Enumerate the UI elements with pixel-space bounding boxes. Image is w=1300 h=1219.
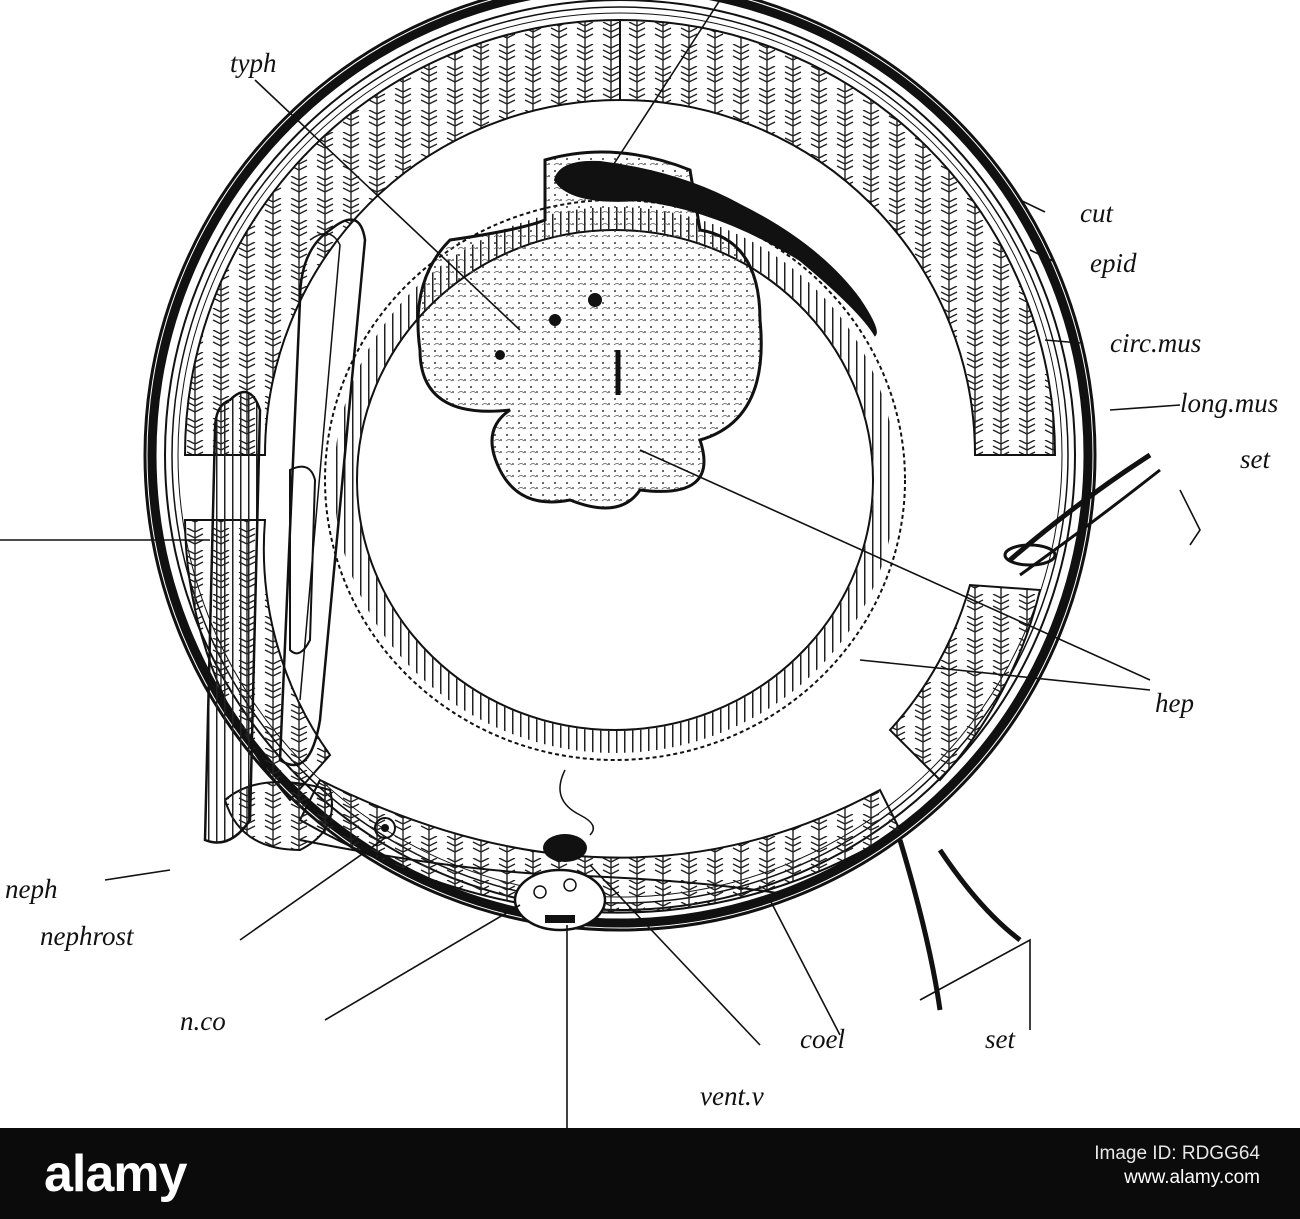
setae-upper — [1003, 452, 1161, 577]
label-nephrost: nephrost — [40, 921, 135, 951]
alamy-logo[interactable]: alamy — [44, 1145, 187, 1203]
label-set-lower: set — [985, 1024, 1016, 1054]
label-typh: typh — [230, 48, 277, 78]
dorsal-vessel — [553, 160, 877, 337]
label-neph: neph — [5, 874, 57, 904]
stock-footer: alamy Image ID: RDGG64 www.alamy.com — [0, 1128, 1300, 1219]
label-n-co: n.co — [180, 1006, 226, 1036]
nephridium — [203, 218, 396, 844]
image-id-block: Image ID: RDGG64 www.alamy.com — [1094, 1142, 1260, 1190]
ventral-vessel — [543, 769, 595, 862]
ventral-nerve-cord — [299, 839, 791, 932]
cross-section-figure: typh cut epid circ.mus long.mus set hep … — [0, 0, 1278, 1128]
label-circ-mus: circ.mus — [1110, 328, 1201, 358]
label-cut: cut — [1080, 198, 1114, 228]
site-url[interactable]: www.alamy.com — [1124, 1167, 1260, 1188]
label-hep: hep — [1155, 688, 1194, 718]
longitudinal-muscle — [183, 18, 1057, 914]
typhlosole — [416, 150, 763, 510]
setae-lower — [897, 839, 1022, 1011]
label-coel: coel — [800, 1024, 845, 1054]
figure-svg: typh cut epid circ.mus long.mus set hep … — [0, 0, 1278, 1128]
label-epid: epid — [1090, 248, 1137, 278]
label-set-upper: set — [1240, 444, 1271, 474]
label-long-mus: long.mus — [1180, 388, 1278, 418]
leader-lines — [0, 0, 1201, 1128]
image-id: Image ID: RDGG64 — [1094, 1143, 1260, 1164]
label-vent-v: vent.v — [700, 1081, 764, 1111]
figure-labels: typh cut epid circ.mus long.mus set hep … — [5, 48, 1278, 1111]
